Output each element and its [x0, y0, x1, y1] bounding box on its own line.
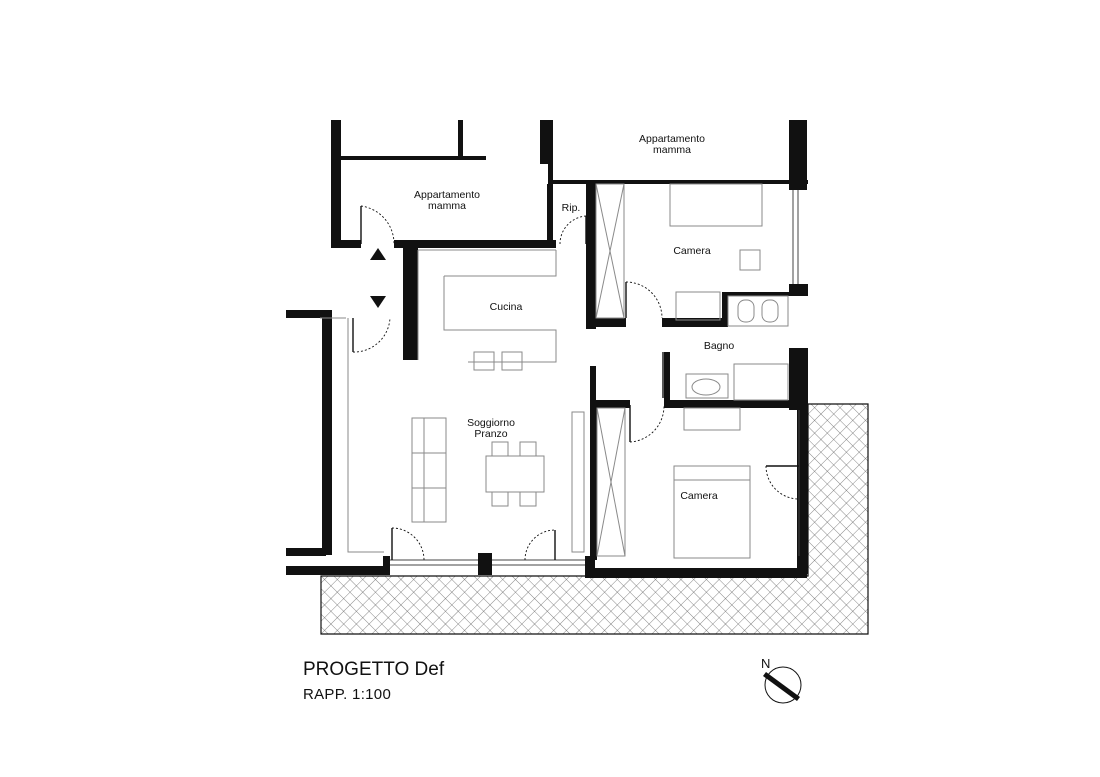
windows [390, 190, 800, 566]
project-title: PROGETTO Def [303, 659, 445, 680]
room-label-camera-2: Camera [680, 490, 718, 502]
arrow-down-icon [370, 296, 386, 308]
room-label-appartamento-top-right-2: mamma [653, 144, 691, 156]
room-label-appartamento-top-left-2: mamma [428, 200, 466, 212]
furniture [411, 183, 789, 559]
wardrobes [595, 183, 626, 557]
room-label-cucina: Cucina [490, 301, 523, 313]
room-label-appartamento-top-right: Appartamento [639, 133, 705, 145]
room-label-pranzo: Pranzo [474, 428, 507, 440]
room-label-bagno: Bagno [704, 340, 735, 352]
room-label-ripostiglio: Rip. [562, 202, 581, 214]
walls [286, 120, 808, 578]
thin-lines [320, 249, 585, 553]
room-label-soggiorno: Soggiorno [467, 417, 515, 429]
room-label-camera-1: Camera [673, 245, 711, 257]
doors [352, 205, 800, 561]
room-label-appartamento-top-left: Appartamento [414, 189, 480, 201]
compass-label: N [761, 656, 770, 671]
project-scale: RAPP. 1:100 [303, 686, 392, 703]
north-compass-icon: N [761, 656, 802, 704]
arrow-up-icon [370, 248, 386, 260]
